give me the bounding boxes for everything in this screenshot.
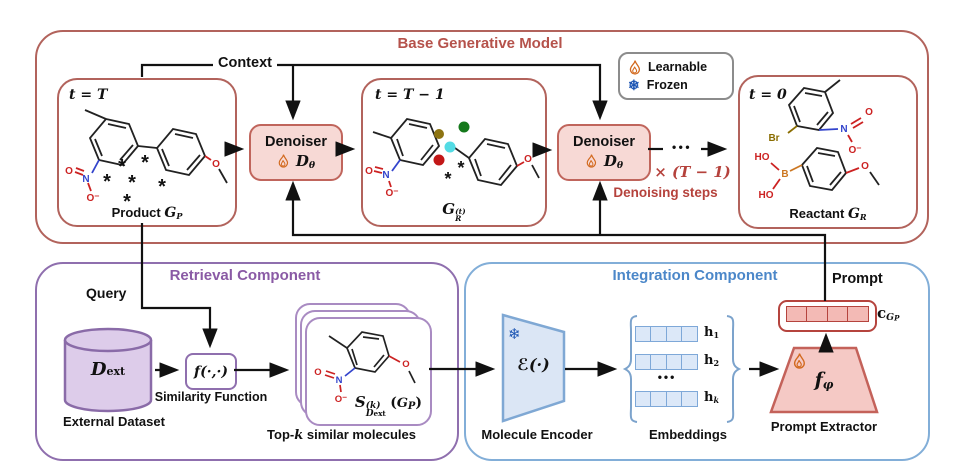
embedding-label-k: hk <box>704 390 720 405</box>
svg-text:O: O <box>865 107 873 118</box>
denoiser-2-box: Denoiser Dθ <box>557 124 651 181</box>
embeddings-caption: Embeddings <box>648 427 727 442</box>
noise-dot-cyan <box>444 141 456 153</box>
snowflake-icon: ❄ <box>628 76 640 93</box>
denoiser-1-box: Denoiser Dθ <box>249 124 343 181</box>
prompt-extractor: fφ <box>768 345 880 415</box>
denoising-times-label: × (T − 1) <box>654 163 731 181</box>
topk-caption: Top-k similar molecules <box>267 427 416 443</box>
snowflake-icon: ❄ <box>508 326 521 343</box>
prompt-label: Prompt <box>832 271 883 287</box>
svg-text:O: O <box>314 367 321 378</box>
embeddings-ellipsis: ••• <box>657 370 677 384</box>
svg-text:O: O <box>65 166 73 177</box>
noise-dot-olive <box>434 129 444 139</box>
denoiser-2-title: Denoiser <box>572 133 636 150</box>
reactant-caption: Reactant GR <box>789 206 867 222</box>
prompt-symbol: cGP <box>877 304 900 323</box>
denoising-ellipsis: ••• <box>663 139 701 155</box>
svg-text:HO: HO <box>755 152 770 163</box>
svg-text:O: O <box>212 159 220 170</box>
svg-text:O: O <box>365 166 373 177</box>
similarity-function-box: f(·,·) <box>185 353 237 390</box>
similar-molecule: N O O⁻ O <box>314 331 416 405</box>
legend-frozen-label: Frozen <box>646 78 688 92</box>
encoder-caption: Molecule Encoder <box>481 427 593 442</box>
similarity-caption: Similarity Function <box>154 390 268 404</box>
similar-card-front: N O O⁻ O S(k)Dext (GP) <box>305 317 432 426</box>
encoder-symbol: ℰ(·) <box>517 355 550 374</box>
flame-icon <box>629 59 641 75</box>
extractor-caption: Prompt Extractor <box>770 419 878 434</box>
svg-text:*: * <box>103 171 111 193</box>
svg-text:*: * <box>118 156 126 178</box>
svg-text:*: * <box>123 191 131 213</box>
prompt-vector <box>778 300 877 332</box>
svg-text:O⁻: O⁻ <box>848 145 861 156</box>
svg-text:O⁻: O⁻ <box>385 188 398 199</box>
noise-asterisks: * * <box>444 158 464 189</box>
svg-text:*: * <box>141 152 149 174</box>
denoising-steps-label: Denoising steps <box>613 185 718 200</box>
flame-icon <box>792 352 806 375</box>
svg-text:B: B <box>781 169 788 180</box>
context-label: Context <box>213 55 277 71</box>
svg-text:N: N <box>840 124 847 135</box>
svg-text:N: N <box>82 174 89 185</box>
product-caption: Product GP <box>111 205 183 221</box>
svg-text:*: * <box>444 169 451 189</box>
prompt-vector-cells <box>786 306 869 322</box>
noisy-caption: G(t)R <box>442 199 466 224</box>
reactant-molecules: Br N O O⁻ HO B HO O <box>755 79 880 201</box>
svg-text:O: O <box>861 161 869 172</box>
noise-dot-green <box>458 121 470 133</box>
svg-text:N: N <box>336 375 343 386</box>
denoiser-1-title: Denoiser <box>264 133 328 150</box>
query-label: Query <box>86 285 127 301</box>
product-box: t = T N O O⁻ O * * * <box>57 78 237 227</box>
flame-icon <box>586 154 596 168</box>
svg-text:*: * <box>457 158 464 178</box>
embedding-label-1: h1 <box>704 325 720 340</box>
extractor-symbol: fφ <box>814 369 834 392</box>
flame-icon <box>278 154 288 168</box>
svg-text:N: N <box>382 170 389 181</box>
svg-text:O⁻: O⁻ <box>86 193 99 204</box>
molecule-encoder: ❄ ℰ(·) <box>500 312 567 424</box>
legend-learnable-row: Learnable <box>628 59 732 76</box>
svg-text:O: O <box>402 359 409 370</box>
embedding-row-k <box>635 391 698 407</box>
legend-learnable-label: Learnable <box>648 60 708 74</box>
product-molecule: N O O⁻ O * * * * * * <box>65 109 228 213</box>
topk-set-symbol: S(k)Dext (GP) <box>354 392 422 419</box>
noise-asterisks: * * * * * * <box>103 152 166 213</box>
reactant-box: t = 0 Br N O O⁻ HO <box>738 75 918 229</box>
product-time-label: t = T <box>69 87 108 103</box>
embedding-row-1 <box>635 326 698 342</box>
base-model-title: Base Generative Model <box>397 35 563 52</box>
external-dataset-cylinder: Dext <box>63 327 153 414</box>
svg-text:*: * <box>128 172 136 194</box>
svg-text:O: O <box>524 154 532 165</box>
dataset-symbol: Dext <box>90 359 126 380</box>
legend-frozen-row: ❄ Frozen <box>628 77 732 94</box>
retrieval-title: Retrieval Component <box>169 267 321 284</box>
noisy-intermediate-box: t = T − 1 N O O⁻ O <box>361 78 547 227</box>
svg-text:HO: HO <box>759 190 774 201</box>
svg-text:*: * <box>158 176 166 198</box>
svg-text:Br: Br <box>768 133 779 144</box>
embedding-row-2 <box>635 354 698 370</box>
embedding-label-2: h2 <box>704 353 720 368</box>
legend-box: Learnable ❄ Frozen <box>618 52 734 100</box>
svg-text:O⁻: O⁻ <box>335 394 347 405</box>
reactant-time-label: t = 0 <box>749 87 787 103</box>
external-dataset-caption: External Dataset <box>63 414 165 429</box>
noise-dot-red <box>433 154 445 166</box>
